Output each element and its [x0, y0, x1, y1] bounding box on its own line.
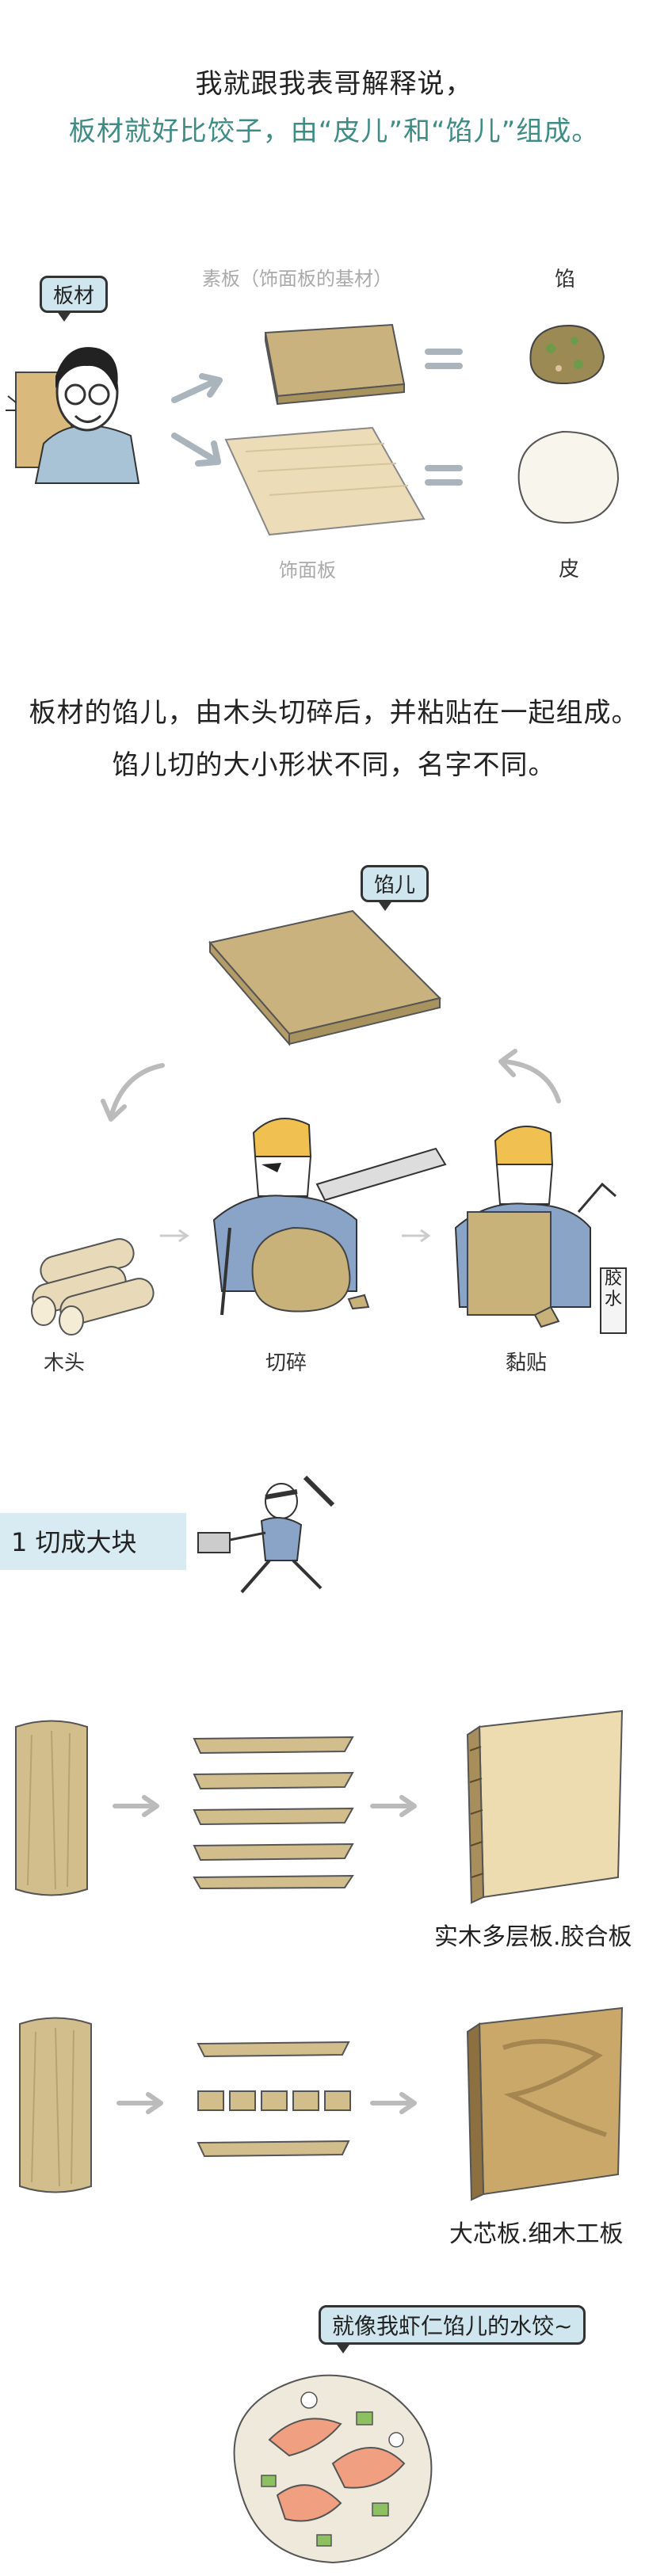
blockboard-label: 大芯板.细木工板 — [449, 2220, 624, 2248]
veneer-board-illustration — [224, 426, 426, 536]
arrow-curve-right-icon — [498, 1049, 561, 1103]
particle-board-illustration — [208, 909, 441, 1046]
logs-illustration — [31, 1238, 155, 1336]
core-board-caption: 素板（饰面板的基材） — [202, 268, 392, 290]
blockboard-layers-illustration — [197, 2041, 351, 2158]
chop-label: 切碎 — [265, 1351, 307, 1375]
filling-ball-illustration — [529, 325, 605, 385]
veneer-board-caption: 饰面板 — [279, 559, 336, 581]
blockboard-illustration — [466, 2006, 624, 2201]
arrow-right-icon-1 — [113, 1795, 159, 1817]
speech-bubble-board: 板材 — [40, 276, 109, 322]
bubble-text: 就像我虾仁馅儿的水饺~ — [332, 2313, 573, 2339]
plywood-label: 实木多层板.胶合板 — [434, 1923, 632, 1951]
worker-gluing-illustration — [454, 1126, 616, 1328]
glue-tube: 胶水 — [600, 1267, 627, 1334]
dough-skin-illustration — [517, 430, 620, 524]
plywood-board-illustration — [466, 1709, 624, 1904]
step-1-banner — [0, 1513, 186, 1570]
arrow-up-right-icon — [171, 373, 223, 403]
speech-bubble-filling: 馅儿 — [361, 865, 429, 911]
log-illustration-2 — [19, 2017, 92, 2193]
arrow-right-icon-3 — [116, 2092, 163, 2114]
equals-icon-top — [425, 349, 463, 369]
step-1-title: 1 切成大块 — [11, 1527, 137, 1557]
intro-line-2: 板材就好比饺子，由“皮儿”和“馅儿”组成。 — [68, 116, 600, 147]
speech-bubble-dumpling: 就像我虾仁馅儿的水饺~ — [319, 2305, 586, 2353]
arrow-right-icon-2 — [370, 1795, 417, 1817]
ninja-chef-illustration — [197, 1475, 335, 1594]
veneer-sheets-illustration — [193, 1736, 354, 1890]
filling-label: 馅 — [555, 268, 576, 292]
intro-line-1: 我就跟我表哥解释说， — [195, 68, 473, 100]
glue-label: 黏贴 — [506, 1351, 548, 1375]
worker-chopping-illustration — [212, 1118, 447, 1316]
arrow-small-icon-1 — [160, 1229, 189, 1243]
arrow-small-icon-2 — [402, 1229, 431, 1243]
equals-icon-bottom — [425, 465, 463, 486]
arrow-down-right-icon — [171, 433, 221, 467]
explain-line-2: 馅儿切的大小形状不同，名字不同。 — [112, 749, 556, 781]
arrow-right-icon-4 — [370, 2092, 417, 2114]
bubble-text: 板材 — [53, 284, 95, 308]
arrow-curve-left-icon — [101, 1063, 165, 1122]
shrimp-dumpling-filling-illustration — [233, 2374, 433, 2564]
man-holding-board-illustration — [6, 347, 140, 484]
glue-tube-text: 胶水 — [604, 1269, 622, 1309]
core-board-illustration — [264, 323, 406, 406]
wood-label: 木头 — [44, 1351, 86, 1375]
explain-line-1: 板材的馅儿，由木头切碎后，并粘贴在一起组成。 — [29, 697, 639, 729]
log-illustration-1 — [15, 1720, 88, 1896]
bubble-text: 馅儿 — [374, 874, 416, 897]
skin-label: 皮 — [559, 558, 580, 581]
